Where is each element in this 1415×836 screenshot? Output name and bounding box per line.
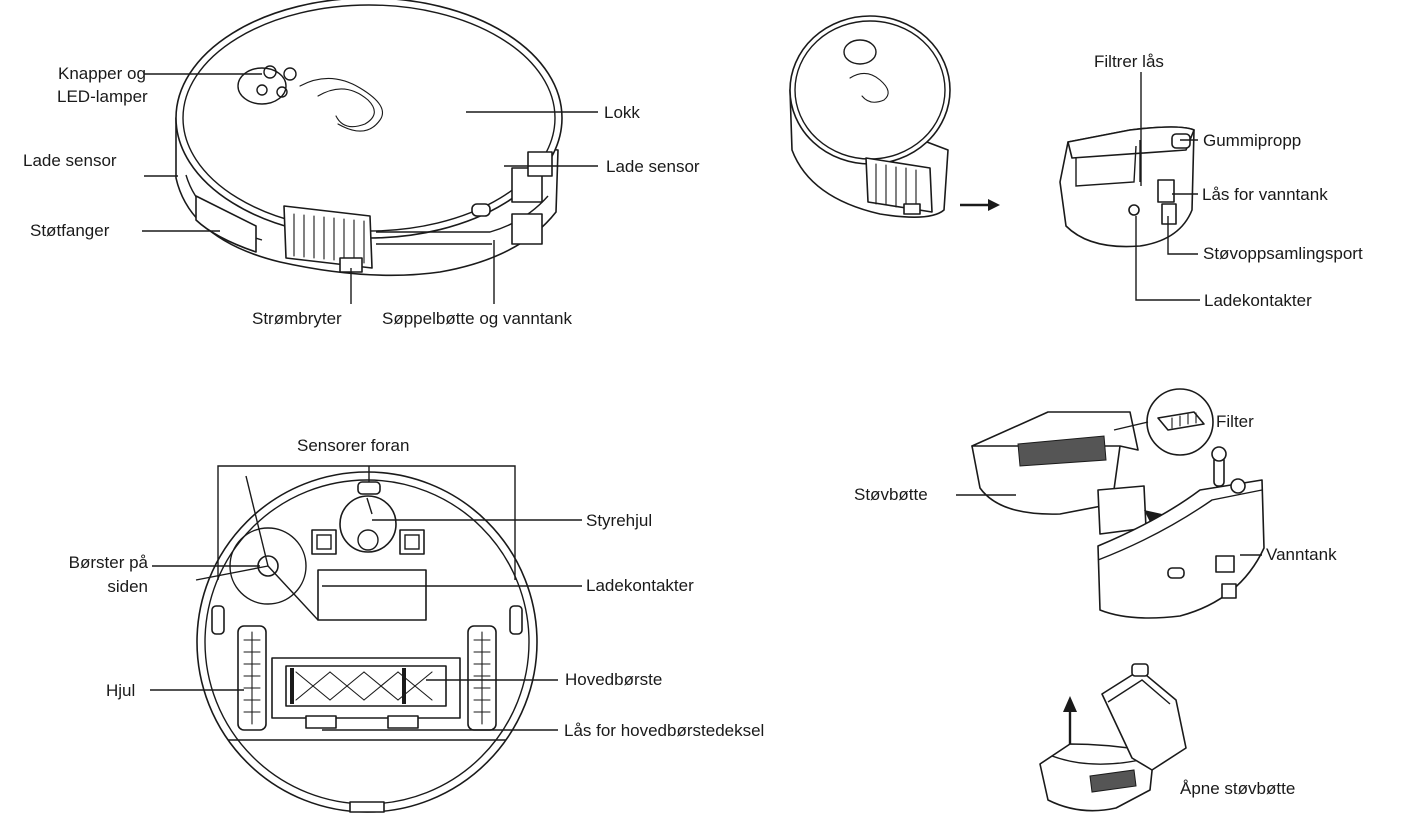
bottom-robot-leader-lines	[150, 497, 582, 731]
top-robot-leader-lines	[142, 73, 598, 304]
label-bin-charge-contacts: Ladekontakter	[1204, 291, 1312, 310]
label-filter: Filter	[1216, 412, 1254, 431]
label-wheel: Hjul	[106, 681, 136, 700]
filter-detail-illustration	[1113, 388, 1214, 456]
arrow-right-icon	[960, 199, 1000, 211]
bin-parts-leader-lines	[956, 494, 1262, 556]
label-main-brush-cover-lock: Lås for hovedbørstedeksel	[564, 721, 765, 740]
label-filter-lock: Filtrer lås	[1094, 52, 1164, 71]
label-steering-wheel: Styrehjul	[586, 511, 653, 530]
label-charge-sensor-right: Lade sensor	[606, 157, 700, 176]
label-side-brush-line1: Børster på	[68, 553, 148, 572]
dust-bin-illustration	[971, 411, 1147, 535]
label-bottom-charge-contacts: Ladekontakter	[586, 576, 694, 595]
label-lid: Lokk	[604, 103, 640, 122]
robot-top-view-illustration	[175, 0, 563, 277]
label-main-brush: Hovedbørste	[565, 670, 663, 689]
robot-with-bin-removed-illustration	[789, 15, 951, 218]
label-tank-lock: Lås for vanntank	[1202, 185, 1328, 204]
label-dust-port: Støvoppsamlingsport	[1203, 244, 1363, 263]
label-buttons-led-line2: LED-lamper	[57, 87, 148, 106]
label-buttons-led-line1: Knapper og	[58, 64, 146, 83]
arrow-up-icon	[1063, 696, 1077, 744]
label-power-switch: Strømbryter	[252, 309, 342, 328]
label-charge-sensor-left: Lade sensor	[23, 151, 117, 170]
label-dust-bin: Støvbøtte	[854, 485, 928, 504]
label-open-dust-bin: Åpne støvbøtte	[1180, 779, 1296, 798]
label-rubber-plug: Gummipropp	[1203, 131, 1302, 150]
open-dust-bin-illustration	[1039, 663, 1187, 812]
water-tank-illustration	[1097, 446, 1265, 619]
label-bin-and-tank: Søppelbøtte og vanntank	[382, 309, 572, 328]
label-bumper: Støtfanger	[30, 221, 110, 240]
label-water-tank: Vanntank	[1266, 545, 1337, 564]
bin-removal-leader-lines	[1135, 72, 1200, 301]
robot-bottom-view-illustration	[195, 465, 538, 813]
label-front-sensors: Sensorer foran	[297, 436, 410, 455]
detached-bin-tank-illustration	[1059, 126, 1195, 248]
label-side-brush-line2: siden	[107, 577, 148, 596]
